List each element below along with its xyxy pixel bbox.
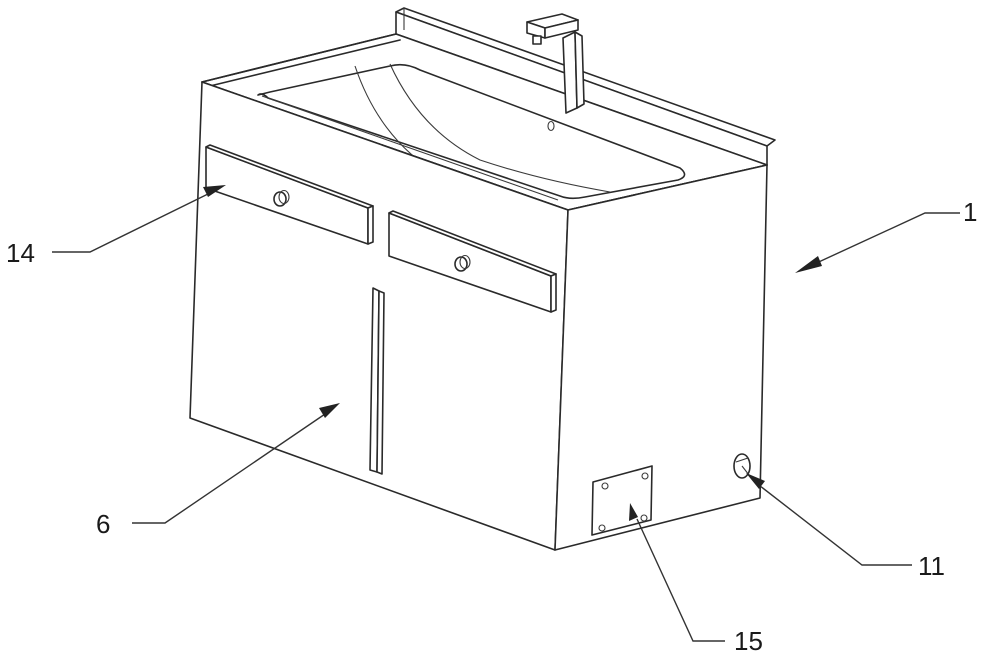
drain-outlet bbox=[733, 453, 751, 479]
drawer-left bbox=[205, 144, 374, 245]
access-panel bbox=[591, 465, 653, 536]
label-15: 15 bbox=[734, 626, 763, 656]
drawer-right bbox=[388, 210, 557, 313]
cabinet-side bbox=[554, 164, 768, 551]
label-6: 6 bbox=[96, 509, 111, 539]
leader-lines bbox=[52, 185, 960, 642]
label-11: 11 bbox=[918, 551, 945, 581]
label-14: 14 bbox=[6, 238, 35, 268]
faucet bbox=[526, 13, 585, 114]
label-1: 1 bbox=[963, 197, 978, 227]
handle-slot bbox=[369, 287, 385, 475]
